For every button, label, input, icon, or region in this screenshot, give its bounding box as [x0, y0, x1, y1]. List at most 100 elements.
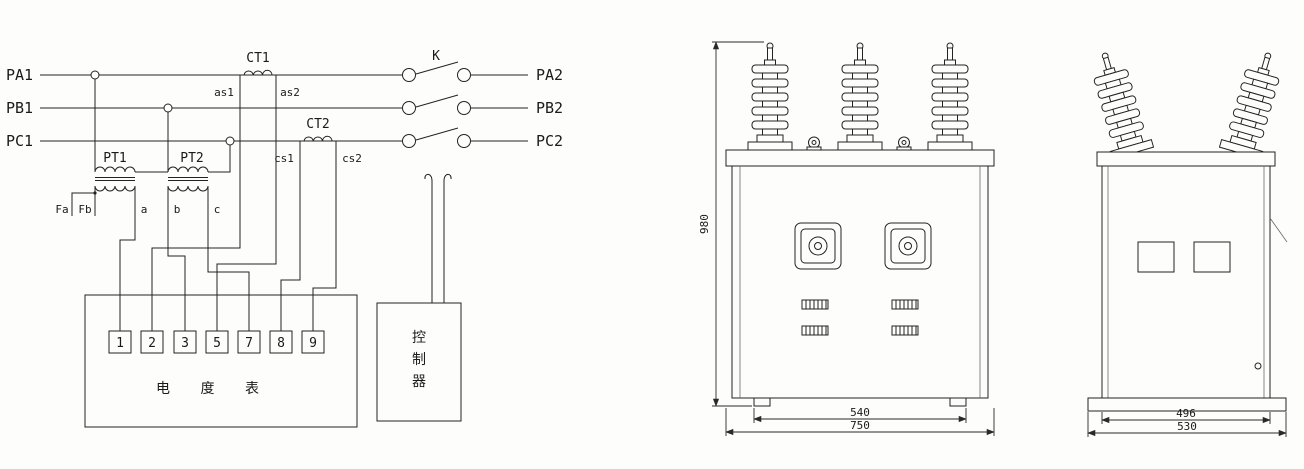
hv-bushing-icon — [837, 42, 883, 151]
meter-label: 电 度 表 — [156, 381, 272, 397]
meter-terminal — [269, 330, 293, 354]
switch-k-label: K — [432, 49, 440, 64]
energy-meter-box: 1 2 3 5 7 8 9 电 度 表 — [84, 294, 358, 428]
switch-k: K — [402, 49, 471, 148]
wire-as2-to-t5 — [216, 75, 277, 331]
mounting-foot — [753, 397, 771, 407]
tank-body — [731, 165, 989, 399]
pt1-label: PT1 — [103, 151, 126, 166]
terminal-number-3: 3 — [181, 336, 189, 351]
ct2-terminal-cs2: cs2 — [342, 152, 362, 165]
pt1-secondary-coil — [94, 185, 136, 192]
fuse-label-fb: Fb — [78, 203, 91, 216]
terminal-number-5: 5 — [213, 336, 221, 351]
meter-window — [884, 222, 932, 270]
phase-label-pa1: PA1 — [6, 66, 33, 84]
pt-core-lines — [95, 177, 208, 181]
ct2-coil — [303, 135, 333, 142]
phase-label-pc1: PC1 — [6, 132, 33, 150]
front-dimensions: 980 540 750 — [698, 41, 995, 436]
pt2-secondary-coil — [167, 185, 209, 192]
front-view: 980 540 750 — [698, 41, 995, 436]
lifting-lug — [896, 136, 912, 151]
tap-junction-c — [225, 136, 235, 146]
phase-label-pb2: PB2 — [536, 99, 563, 117]
tap-junction-a — [90, 70, 100, 80]
ct1-terminal-as1: as1 — [214, 86, 234, 99]
pt-voltage-transformers: PT1 PT2 Fa Fb a b c — [55, 70, 235, 216]
tank-seam-lines — [1107, 166, 1265, 398]
phase-label-pc2: PC2 — [536, 132, 563, 150]
side-panel-window — [1193, 241, 1231, 273]
tank-cover — [1096, 151, 1276, 167]
meter-terminal — [301, 330, 325, 354]
ct1-terminal-as2: as2 — [280, 86, 300, 99]
meter-wiring — [119, 75, 337, 331]
side-view: 496 530 — [1083, 46, 1290, 437]
dim-base-530: 530 — [1177, 420, 1197, 433]
terminal-number-2: 2 — [148, 336, 156, 351]
controller-char-3: 器 — [412, 374, 426, 390]
dim-base-750: 750 — [850, 419, 870, 432]
pt2-primary-coil — [167, 166, 209, 173]
drain-plug — [1254, 362, 1262, 370]
terminal-number-1: 1 — [116, 336, 124, 351]
controller-char-2: 制 — [412, 352, 426, 368]
hv-bushing-icon — [927, 42, 973, 151]
terminal-strip — [891, 325, 919, 336]
terminal-number-7: 7 — [245, 336, 253, 351]
tank-body — [1101, 165, 1271, 399]
wire-as1-to-t2 — [151, 75, 241, 331]
tank-cover — [725, 149, 995, 167]
fuse-label-fa: Fa — [55, 203, 68, 216]
side-panel-window — [1137, 241, 1175, 273]
phase-label-pb1: PB1 — [6, 99, 33, 117]
conduit-line — [1269, 217, 1288, 243]
controller-lead-hook — [424, 173, 433, 182]
hv-bushing-icon — [1219, 46, 1290, 160]
terminal-strip — [891, 299, 919, 310]
ct1-coil — [243, 69, 273, 76]
terminal-strip — [801, 325, 829, 336]
ct1-label: CT1 — [246, 51, 269, 66]
meter-window — [794, 222, 842, 270]
side-dimensions: 496 530 — [1087, 407, 1287, 437]
hv-bushing-icon — [747, 42, 793, 151]
terminal-strip — [801, 299, 829, 310]
dim-body-496: 496 — [1176, 407, 1196, 420]
wire-b-to-t3 — [167, 186, 186, 331]
phase-lines: PA1 PB1 PC1 PA2 PB2 PC2 — [6, 66, 563, 150]
secondary-label-c: c — [214, 203, 221, 216]
tap-junction-b — [163, 103, 173, 113]
mounting-foot — [949, 397, 967, 407]
lifting-lug — [806, 136, 822, 151]
wire-a-to-t1 — [119, 186, 136, 331]
secondary-label-b: b — [174, 203, 181, 216]
controller-char-1: 控 — [412, 330, 426, 346]
wire-cs1-to-t8 — [280, 141, 301, 331]
meter-terminal — [140, 330, 164, 354]
meter-terminal — [173, 330, 197, 354]
controller-box: 控 制 器 — [376, 173, 462, 422]
phase-label-pa2: PA2 — [536, 66, 563, 84]
wiring-schematic: PA1 PB1 PC1 PA2 PB2 PC2 K CT1 as1 as2 CT… — [6, 49, 563, 428]
dim-feet-540: 540 — [850, 406, 870, 419]
hv-bushing-icon — [1083, 46, 1154, 160]
terminal-number-8: 8 — [277, 336, 285, 351]
meter-terminal — [237, 330, 261, 354]
controller-lead-hook — [443, 173, 452, 182]
secondary-label-a: a — [141, 203, 148, 216]
terminal-number-9: 9 — [309, 336, 317, 351]
wire-cs2-to-t9 — [312, 141, 337, 331]
meter-terminal — [205, 330, 229, 354]
ct2-terminal-cs1: cs1 — [274, 152, 294, 165]
ct2-label: CT2 — [306, 117, 329, 132]
dim-height-980: 980 — [698, 214, 711, 234]
pt1-primary-coil — [94, 166, 136, 173]
junction-dot — [93, 191, 97, 195]
base-channel — [1087, 397, 1287, 412]
fuse-lead-fa — [71, 192, 95, 216]
ct2-current-transformer: CT2 cs1 cs2 — [274, 117, 362, 165]
wire-c-to-t7 — [207, 186, 250, 331]
